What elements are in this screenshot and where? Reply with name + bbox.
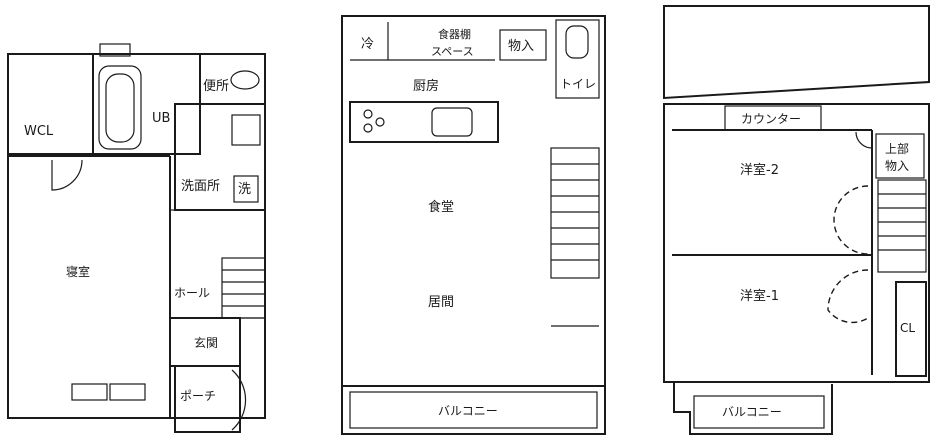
floor-2-plan: 冷 食器棚 スペース 物入 トイレ 厨房 食堂 居間 バルコニー xyxy=(341,15,606,435)
bedroom-window-2 xyxy=(109,383,146,401)
label-storage: 物入 xyxy=(508,39,534,54)
bathtub xyxy=(98,65,142,150)
toilet-room-2 xyxy=(555,19,600,99)
kitchen-sink xyxy=(431,107,473,137)
western-1-door-arc xyxy=(827,269,869,324)
label-balcony-2: バルコニー xyxy=(438,404,498,418)
label-washroom: 洗面所 xyxy=(181,179,220,194)
toilet-bowl xyxy=(230,70,260,90)
closet-box xyxy=(895,281,927,377)
label-western-2: 洋室-2 xyxy=(740,162,779,178)
storage-box xyxy=(499,29,547,61)
floor-1-plan: WCL UB 便所 洗面所 洗 寝室 ホール 玄関 ポーチ xyxy=(7,43,266,433)
label-washer: 洗 xyxy=(238,182,251,197)
bedroom-door-arc xyxy=(51,159,83,191)
bathtub-inner xyxy=(105,73,135,143)
label-ub: UB xyxy=(152,111,170,126)
toilet-bowl-2 xyxy=(565,25,589,59)
floor-3-stairs xyxy=(877,179,927,273)
floor-3-balcony xyxy=(673,382,833,435)
floor-3-plan: カウンター 洋室-2 上部 物入 洋室-1 CL バルコニー xyxy=(663,5,930,435)
hall-area xyxy=(169,209,266,319)
roof-slope xyxy=(663,5,930,100)
floor-3-outline xyxy=(663,103,930,383)
label-western-1: 洋室-1 xyxy=(740,288,779,304)
label-pantry-2: スペース xyxy=(431,45,474,58)
bedroom-window-1 xyxy=(71,383,108,401)
label-dining: 食堂 xyxy=(428,199,454,215)
label-upper-1: 上部 xyxy=(885,141,909,156)
wcl-room xyxy=(7,53,94,155)
stove-burner-3 xyxy=(363,123,373,133)
label-toilet-2: トイレ xyxy=(560,77,596,91)
floor-1-outline xyxy=(7,53,266,419)
floor-2-balcony-inner xyxy=(349,391,598,429)
label-hall: ホール xyxy=(174,286,210,300)
entry-door-arc xyxy=(231,369,247,431)
label-wcl: WCL xyxy=(24,124,54,139)
stove-burner-2 xyxy=(375,117,385,127)
floor-2-stairs xyxy=(550,147,600,279)
label-fridge: 冷 xyxy=(361,37,374,52)
stove-burner-1 xyxy=(363,109,373,119)
label-porch: ポーチ xyxy=(180,389,216,403)
floor-1-vent xyxy=(99,43,131,57)
label-upper-2: 物入 xyxy=(885,159,909,173)
kitchen-counter xyxy=(349,101,499,143)
upper-storage-box xyxy=(875,133,925,179)
porch-area xyxy=(174,365,241,433)
floor-3-balcony-inner xyxy=(693,395,825,429)
label-entrance: 玄関 xyxy=(194,335,218,350)
label-bedroom: 寝室 xyxy=(66,264,90,279)
label-closet: CL xyxy=(900,321,915,335)
western-2-door-arc xyxy=(833,185,869,255)
wash-basin xyxy=(231,114,261,146)
label-balcony-3: バルコニー xyxy=(722,405,782,419)
washer-box xyxy=(233,175,259,203)
label-pantry-1: 食器棚 xyxy=(438,27,471,41)
washroom-area xyxy=(174,103,266,211)
label-kitchen: 厨房 xyxy=(413,78,439,94)
label-toilet: 便所 xyxy=(203,79,229,94)
storage-door-arc xyxy=(855,131,873,149)
floor-2-outline xyxy=(341,15,606,387)
floor-1-stairs xyxy=(221,257,266,319)
label-living: 居間 xyxy=(428,295,454,310)
floor-2-balcony xyxy=(341,385,606,435)
label-counter: カウンター xyxy=(741,112,801,126)
